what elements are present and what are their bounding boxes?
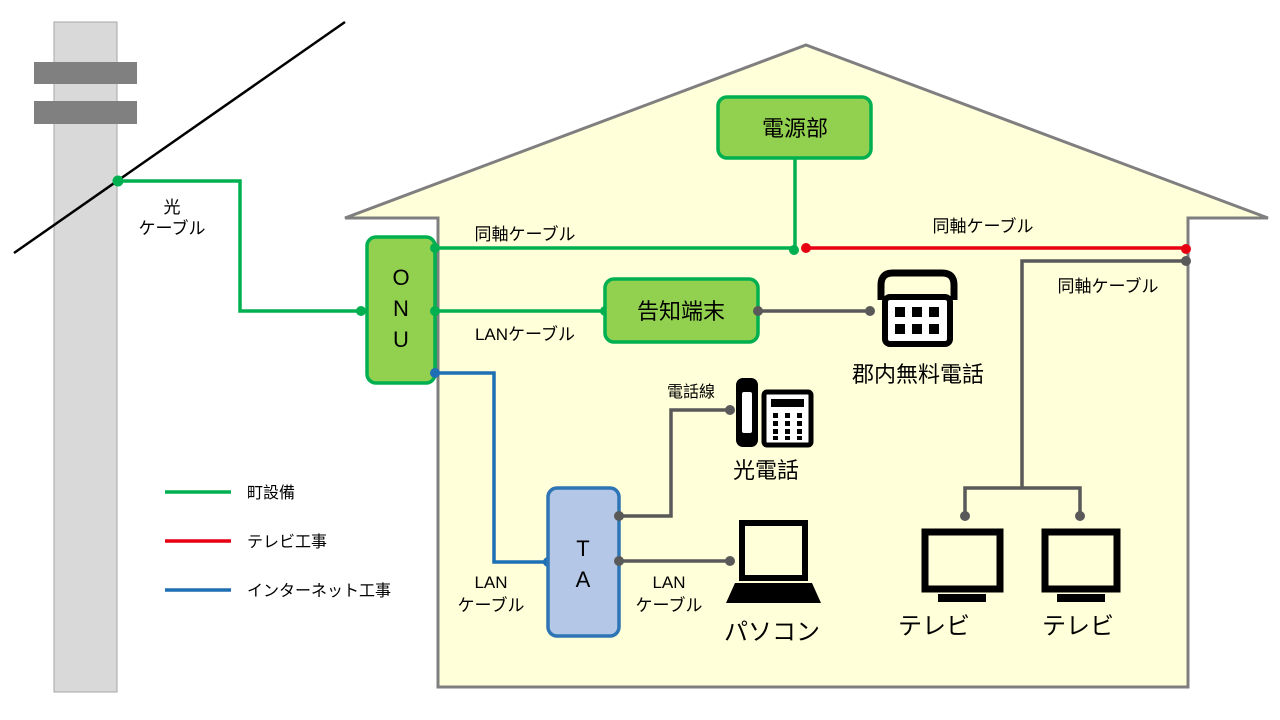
- tv-2-connector-dot: [1075, 511, 1085, 521]
- office-phone-key: [773, 429, 778, 434]
- hikari-phone-label: 光電話: [733, 458, 799, 483]
- legend-label-town-equipment: 町設備: [247, 484, 295, 502]
- onu-internet-dot: [430, 368, 440, 378]
- phone-line-label: 電話線: [667, 383, 715, 401]
- onu-label-n: N: [393, 296, 409, 321]
- pole-band-upper: [34, 62, 137, 84]
- onu-coax-dot: [430, 243, 440, 253]
- office-phone-key: [797, 421, 802, 426]
- lan-cable-onu-terminal-label: LANケーブル: [475, 324, 575, 344]
- fiber-cable-label-line1: 光: [164, 198, 181, 217]
- tv-1-connector-dot: [960, 511, 970, 521]
- phone-key: [929, 307, 939, 317]
- legend: 町設備 テレビ工事 インターネット工事: [165, 484, 391, 600]
- overhead-wire: [13, 20, 346, 255]
- coax-cable-onu-label: 同軸ケーブル: [475, 224, 576, 244]
- fiber-cable-label-line2: ケーブル: [139, 218, 206, 238]
- pc-dot: [725, 556, 735, 566]
- phone-key: [912, 307, 922, 317]
- utility-pole: [34, 21, 137, 693]
- coax-cable-tv-label: 同軸ケーブル: [1058, 276, 1159, 296]
- hikari-phone-dot: [725, 405, 735, 415]
- laptop-icon: [726, 520, 821, 603]
- coax-tv-start-dot: [1181, 256, 1191, 266]
- onu-label-o: O: [392, 265, 409, 290]
- office-phone-key: [797, 429, 802, 434]
- terminal-phone-dot: [753, 306, 763, 316]
- lan-cable-onu-ta-label-line1: LAN: [474, 573, 507, 592]
- coax-splitter-bar: [963, 486, 1082, 516]
- office-phone-key: [785, 421, 790, 426]
- free-phone-dot: [865, 306, 875, 316]
- phone-key: [929, 324, 939, 334]
- office-phone-key: [785, 436, 790, 440]
- coax-cable-tv-work-label: 同軸ケーブル: [933, 216, 1034, 236]
- onu-lan-dot: [430, 306, 440, 316]
- office-phone-icon: [736, 378, 814, 448]
- phone-body-icon: [882, 294, 953, 347]
- ta-phone-dot: [614, 511, 624, 521]
- tv-2-screen: [1041, 528, 1121, 593]
- office-phone-key: [785, 429, 790, 434]
- office-phone-key: [773, 413, 778, 418]
- desk-telephone-icon: [877, 269, 958, 347]
- fiber-cable: [118, 179, 361, 313]
- phone-key: [895, 324, 905, 334]
- office-phone-key: [773, 421, 778, 426]
- tv-icon: [921, 528, 1004, 602]
- phone-key: [895, 307, 905, 317]
- office-phone-key: [773, 436, 778, 440]
- lan-cable-ta-pc-label-line2: ケーブル: [636, 595, 703, 615]
- laptop-base: [726, 583, 821, 603]
- tv-1-label: テレビ: [898, 613, 970, 640]
- office-handset-inner: [742, 392, 752, 433]
- onu-label-u: U: [393, 327, 409, 352]
- tv-icon: [1041, 528, 1121, 602]
- coax-cable-tv: [1020, 259, 1186, 488]
- onu-fiber-dot: [356, 306, 366, 316]
- office-phone-key: [797, 413, 802, 418]
- pole-band-lower: [34, 101, 137, 124]
- notification-terminal-label: 告知端末: [637, 299, 725, 324]
- pc-label: パソコン: [724, 619, 820, 646]
- legend-label-internet-work: インターネット工事: [247, 582, 391, 600]
- laptop-screen: [739, 520, 808, 581]
- ta-box: [546, 486, 621, 638]
- power-unit-label: 電源部: [762, 116, 828, 141]
- fiber-junction-dot: [112, 175, 124, 187]
- phone-key: [912, 324, 922, 334]
- tv-2-stand: [1057, 594, 1105, 602]
- ta-label-t: T: [576, 536, 589, 561]
- tv-1-screen: [921, 528, 1004, 593]
- tv-work-start-dot: [801, 243, 811, 253]
- power-unit-box: [716, 95, 873, 160]
- tv-work-end-dot: [1181, 244, 1191, 254]
- tv-2-label: テレビ: [1042, 613, 1114, 640]
- legend-label-tv-work: テレビ工事: [247, 533, 327, 551]
- ta-pc-dot: [614, 556, 624, 566]
- free-phone-label: 郡内無料電話: [852, 362, 984, 387]
- power-junction-dot: [789, 245, 799, 255]
- lan-cable-onu-ta-label-line2: ケーブル: [458, 595, 525, 615]
- office-phone-key: [797, 436, 802, 440]
- lan-cable-onu-ta: [435, 371, 548, 564]
- lan-cable-ta-pc-label-line1: LAN: [652, 573, 685, 592]
- tv-1-stand: [938, 594, 986, 602]
- pole-shaft: [53, 21, 118, 693]
- handset-icon: [877, 269, 958, 300]
- office-phone-key: [785, 413, 790, 418]
- ta-label-a: A: [576, 567, 591, 592]
- phone-line: [619, 408, 730, 518]
- office-phone-display: [771, 399, 804, 407]
